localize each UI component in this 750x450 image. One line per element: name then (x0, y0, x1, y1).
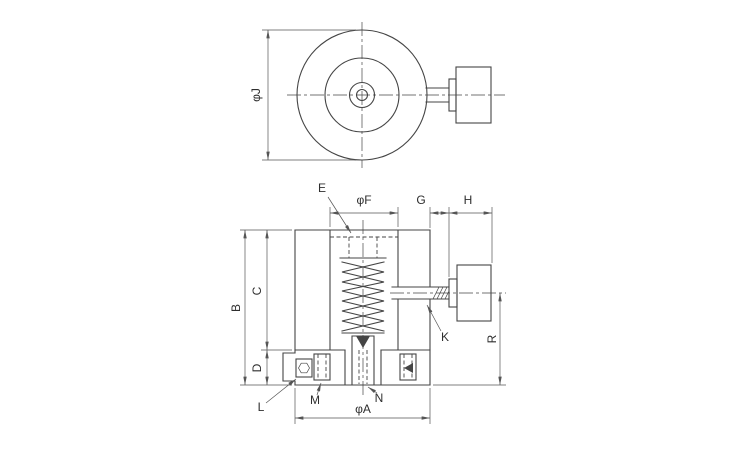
dim-label-D: D (250, 363, 264, 372)
dim-label-M: M (310, 393, 320, 407)
leader-L (265, 378, 297, 404)
dim-label-L: L (258, 400, 265, 414)
dim-label-C: C (250, 286, 264, 295)
dim-label-H: H (464, 193, 473, 207)
mounting-hole-left (313, 353, 331, 381)
shaft-front (391, 286, 450, 300)
mounting-hole-right (399, 353, 417, 381)
dim-label-E: E (318, 181, 326, 195)
hidden-top-bore (348, 237, 378, 258)
hex-socket (298, 362, 310, 374)
leader-E (327, 196, 352, 234)
dim-label-K: K (441, 330, 449, 344)
pin-hidden-bore (358, 350, 368, 384)
screw-cone-tip (404, 363, 413, 373)
dim-label-phiJ: φJ (249, 88, 263, 102)
leader-N (367, 386, 378, 394)
dim-label-phiA: φA (355, 402, 371, 416)
dimension-labels: φJ E φF G H B C D K R L M N φA (229, 88, 499, 416)
dim-label-R: R (485, 334, 499, 343)
top-view (287, 22, 505, 168)
mounting-hole-left-hidden (317, 354, 327, 380)
pin-hole-walls (344, 349, 382, 386)
dim-label-N: N (375, 391, 384, 405)
ext-GH (429, 207, 493, 277)
lock-screw (295, 358, 313, 378)
dimensions (240, 29, 506, 424)
front-view (282, 220, 506, 398)
bore-walls (329, 229, 399, 351)
shaft-top (425, 87, 450, 103)
ext-phiF (329, 207, 399, 227)
dim-label-G: G (416, 193, 425, 207)
lock-screw-boss (282, 352, 296, 382)
dim-label-B: B (229, 304, 243, 312)
dim-label-phiF: φF (356, 193, 371, 207)
ext-B (240, 229, 292, 386)
leader-M (316, 382, 322, 396)
ext-phiJ (262, 29, 356, 161)
leader-K (426, 304, 442, 332)
